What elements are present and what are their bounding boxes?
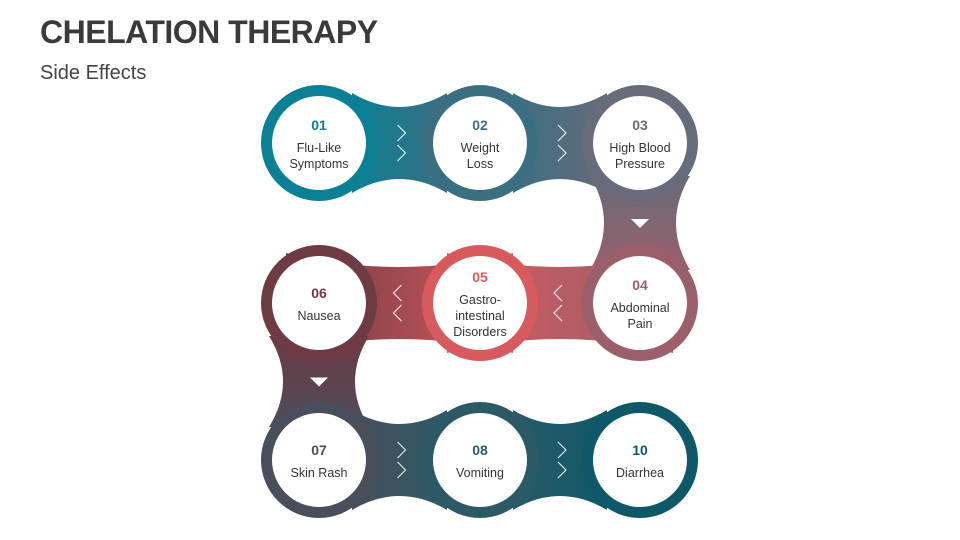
step-disc-08 xyxy=(433,413,527,507)
connector-notch-4-1 xyxy=(553,284,563,302)
step-disc-06 xyxy=(272,256,366,350)
connector-notch-5-2 xyxy=(392,304,402,322)
connector-notch-1-1 xyxy=(397,124,407,142)
step-label-10-line-1: Diarrhea xyxy=(616,466,664,480)
step-number-03: 03 xyxy=(632,117,648,133)
step-label-02-line-1: Weight xyxy=(461,141,500,155)
step-label-02-line-2: Loss xyxy=(467,157,493,171)
step-label-03-line-2: Pressure xyxy=(615,157,665,171)
step-number-07: 07 xyxy=(311,442,327,458)
connector-notch-3 xyxy=(631,219,649,228)
connector-notches xyxy=(310,124,649,479)
step-label-07-line-1: Skin Rash xyxy=(291,466,348,480)
step-number-08: 08 xyxy=(472,442,488,458)
step-label-08-line-1: Vomiting xyxy=(456,466,504,480)
step-disc-01 xyxy=(272,96,366,190)
connector-7 xyxy=(352,410,447,510)
step-label-04-line-2: Pain xyxy=(627,317,652,331)
step-number-04: 04 xyxy=(632,277,648,293)
connector-notch-1-2 xyxy=(397,144,407,162)
step-disc-10 xyxy=(593,413,687,507)
step-label-04-line-1: Abdominal xyxy=(610,301,669,315)
connector-notch-7-1 xyxy=(397,441,407,459)
step-number-01: 01 xyxy=(311,117,327,133)
step-number-02: 02 xyxy=(472,117,488,133)
connector-8 xyxy=(513,410,607,510)
connector-2 xyxy=(513,93,607,193)
step-rings xyxy=(261,85,698,518)
step-disc-04 xyxy=(593,256,687,350)
step-label-06-line-1: Nausea xyxy=(297,309,340,323)
step-label-01-line-1: Flu-Like xyxy=(297,141,342,155)
page-subtitle: Side Effects xyxy=(40,62,147,84)
connector-notch-6 xyxy=(310,377,328,387)
connector-notch-2-2 xyxy=(557,144,567,162)
step-label-05-line-3: Disorders xyxy=(453,325,507,339)
step-disc-03 xyxy=(593,96,687,190)
step-label-01-line-2: Symptoms xyxy=(289,157,348,171)
step-label-03-line-1: High Blood xyxy=(609,141,670,155)
step-number-06: 06 xyxy=(311,285,327,301)
connector-notch-8-2 xyxy=(557,461,567,479)
step-number-10: 10 xyxy=(632,442,648,458)
connector-notch-7-2 xyxy=(397,461,407,479)
step-disc-02 xyxy=(433,96,527,190)
page-title: CHELATION THERAPY xyxy=(40,14,378,50)
connector-notch-5-1 xyxy=(392,284,402,302)
connector-1 xyxy=(352,93,447,193)
step-label-05-line-2: intestinal xyxy=(455,309,504,323)
connector-notch-4-2 xyxy=(553,304,563,322)
connector-notch-8-1 xyxy=(557,441,567,459)
connector-notch-2-1 xyxy=(557,124,567,142)
step-disc-07 xyxy=(272,413,366,507)
step-disc-05 xyxy=(433,256,527,350)
step-number-05: 05 xyxy=(472,269,488,285)
step-label-05-line-1: Gastro- xyxy=(459,293,501,307)
